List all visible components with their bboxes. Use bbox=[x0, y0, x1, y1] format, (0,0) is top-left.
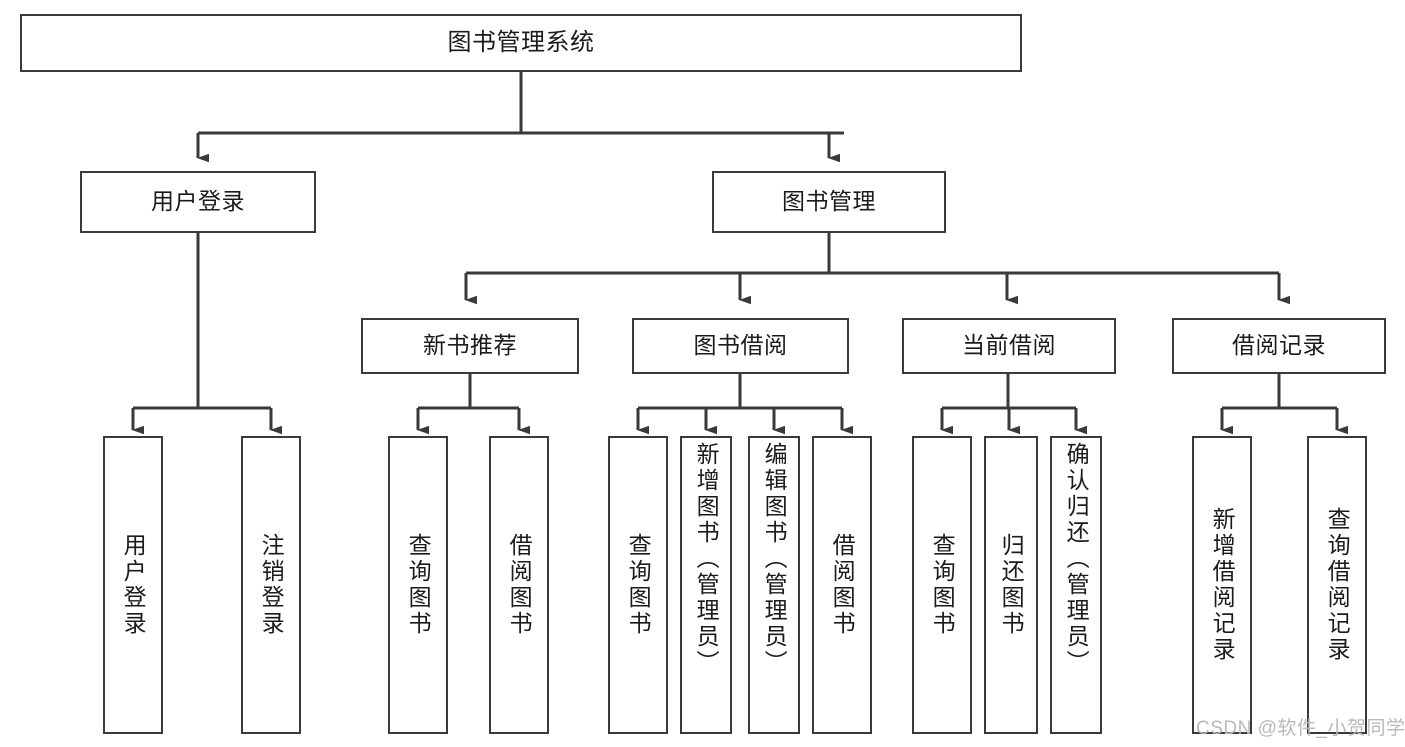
leaf-query-borrow-record-label: 查询借阅记录 bbox=[1324, 507, 1351, 663]
leaf-query-book-borrow[interactable]: 查询图书 bbox=[608, 436, 668, 734]
leaf-confirm-return-admin[interactable]: 确认归还（管理员） bbox=[1050, 436, 1102, 734]
leaf-logout-label: 注销登录 bbox=[258, 533, 285, 637]
leaf-edit-book-admin[interactable]: 编辑图书（管理员） bbox=[748, 436, 800, 734]
node-book-borrow-label: 图书借阅 bbox=[693, 332, 788, 359]
node-current-borrow[interactable]: 当前借阅 bbox=[902, 318, 1116, 374]
csdn-watermark: CSDN @软件_小贺同学 bbox=[1196, 718, 1405, 739]
leaf-add-borrow-record-label: 新增借阅记录 bbox=[1209, 507, 1236, 663]
leaf-add-book-admin-label: 新增图书（管理员） bbox=[693, 442, 720, 676]
leaf-user-login-label: 用户登录 bbox=[120, 533, 147, 637]
node-current-borrow-label: 当前借阅 bbox=[962, 332, 1056, 359]
leaf-borrow-book[interactable]: 借阅图书 bbox=[812, 436, 872, 734]
leaf-query-book-recommend-label: 查询图书 bbox=[405, 533, 432, 637]
leaf-confirm-return-admin-label: 确认归还（管理员） bbox=[1063, 442, 1090, 676]
leaf-query-book-borrow-label: 查询图书 bbox=[625, 533, 652, 637]
node-root[interactable]: 图书管理系统 bbox=[20, 14, 1022, 72]
node-new-book-recommend-label: 新书推荐 bbox=[423, 332, 517, 359]
leaf-borrow-book-label: 借阅图书 bbox=[829, 533, 856, 637]
leaf-edit-book-admin-label: 编辑图书（管理员） bbox=[761, 442, 788, 676]
node-book-management[interactable]: 图书管理 bbox=[712, 171, 946, 233]
leaf-query-book-recommend[interactable]: 查询图书 bbox=[388, 436, 448, 734]
leaf-borrow-book-recommend-label: 借阅图书 bbox=[506, 533, 533, 637]
leaf-query-book-current-label: 查询图书 bbox=[929, 533, 956, 637]
leaf-query-book-current[interactable]: 查询图书 bbox=[912, 436, 972, 734]
node-new-book-recommend[interactable]: 新书推荐 bbox=[361, 318, 579, 374]
leaf-borrow-book-recommend[interactable]: 借阅图书 bbox=[489, 436, 549, 734]
node-user-login-label: 用户登录 bbox=[151, 188, 245, 215]
node-root-label: 图书管理系统 bbox=[447, 28, 595, 56]
leaf-user-login[interactable]: 用户登录 bbox=[103, 436, 163, 734]
leaf-add-book-admin[interactable]: 新增图书（管理员） bbox=[680, 436, 732, 734]
leaf-add-borrow-record[interactable]: 新增借阅记录 bbox=[1192, 436, 1252, 734]
node-book-management-label: 图书管理 bbox=[782, 188, 876, 215]
leaf-return-book[interactable]: 归还图书 bbox=[984, 436, 1038, 734]
node-borrow-record-label: 借阅记录 bbox=[1232, 332, 1326, 359]
leaf-logout[interactable]: 注销登录 bbox=[241, 436, 301, 734]
node-borrow-record[interactable]: 借阅记录 bbox=[1172, 318, 1386, 374]
node-user-login[interactable]: 用户登录 bbox=[80, 171, 316, 233]
leaf-query-borrow-record[interactable]: 查询借阅记录 bbox=[1307, 436, 1367, 734]
node-book-borrow[interactable]: 图书借阅 bbox=[632, 318, 849, 374]
leaf-return-book-label: 归还图书 bbox=[998, 533, 1025, 637]
